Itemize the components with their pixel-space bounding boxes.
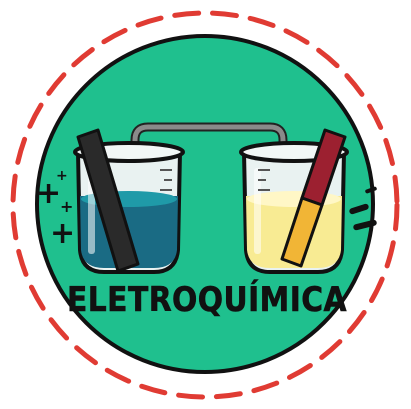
- big-plus-sign: +: [36, 176, 62, 211]
- right-beaker: [239, 128, 349, 274]
- badge-title: ELETROQUÍMICA: [67, 279, 347, 320]
- left-electrode: [76, 128, 140, 273]
- big-plus-sign: +: [50, 216, 76, 251]
- plus-signs-group: + + + +: [36, 168, 76, 251]
- minus-sign: [349, 203, 369, 215]
- left-beaker: [73, 128, 185, 274]
- minus-signs-group: [349, 186, 377, 231]
- small-plus-sign: +: [56, 168, 68, 184]
- minus-sign: [365, 186, 377, 194]
- salt-bridge-tube: [132, 124, 286, 236]
- small-plus-sign: +: [60, 197, 74, 216]
- minus-sign: [353, 219, 377, 231]
- dashed-outer-ring: [10, 10, 400, 400]
- right-electrode-lower: [280, 196, 324, 268]
- green-background-circle: [35, 34, 375, 374]
